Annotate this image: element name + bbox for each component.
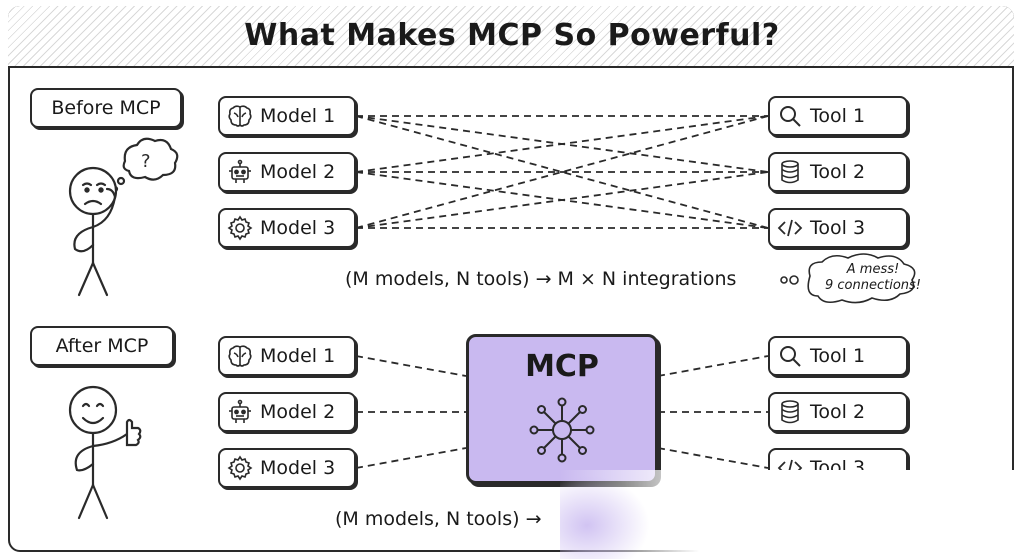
svg-text:?: ?	[141, 151, 151, 172]
model-label: Model 2	[260, 401, 336, 423]
before-model-3-box: Model 3	[218, 208, 356, 248]
code-icon	[777, 219, 803, 237]
model-label: Model 3	[260, 217, 336, 239]
gear-icon	[227, 215, 253, 241]
database-icon	[781, 400, 799, 424]
robot-icon	[229, 399, 251, 423]
after-mcp-label: After MCP	[30, 326, 174, 366]
hub-line	[657, 355, 769, 377]
brain-icon	[228, 105, 252, 127]
hub-line	[657, 447, 769, 469]
hub-line	[355, 355, 467, 377]
before-model-1-box: Model 1	[218, 96, 356, 136]
mesh-line	[355, 171, 769, 229]
magnifier-icon	[780, 346, 801, 367]
mess-cloud-text: A mess! 9 connections!	[808, 262, 938, 294]
before-tool-3-box: Tool 3	[768, 208, 908, 248]
tool-label: Tool 2	[810, 401, 866, 423]
fade-accent	[560, 475, 650, 559]
model-label: Model 3	[260, 457, 336, 479]
database-icon	[781, 160, 799, 184]
after-caption: (M models, N tools) →	[335, 508, 542, 530]
after-tool-1-box: Tool 1	[768, 336, 908, 376]
tool-label: Tool 1	[810, 345, 866, 367]
model-label: Model 1	[260, 345, 336, 367]
network-hub-icon	[529, 397, 595, 463]
mcp-hub: MCP	[466, 334, 658, 484]
after-model-1-box: Model 1	[218, 336, 356, 376]
tool-label: Tool 1	[810, 105, 866, 127]
cloud-line: A mess!	[846, 262, 900, 277]
before-mcp-label: Before MCP	[30, 88, 182, 128]
happy-stick-figure-icon	[68, 385, 142, 520]
model-label: Model 1	[260, 105, 336, 127]
title-bar	[8, 6, 1014, 68]
cloud-line: 9 connections!	[824, 278, 921, 293]
after-model-2-box: Model 2	[218, 392, 356, 432]
tool-label: Tool 2	[810, 161, 866, 183]
hub-line	[355, 447, 467, 469]
mesh-line	[355, 115, 769, 173]
before-model-2-box: Model 2	[218, 152, 356, 192]
before-tool-1-box: Tool 1	[768, 96, 908, 136]
mcp-hub-label: MCP	[525, 349, 599, 384]
tool-label: Tool 3	[810, 217, 866, 239]
gear-icon	[227, 455, 253, 481]
mess-cloud	[780, 253, 916, 304]
before-caption: (M models, N tools) → M × N integrations	[345, 268, 737, 290]
after-tool-2-box: Tool 2	[768, 392, 908, 432]
confused-stick-figure-icon: ?	[68, 137, 179, 297]
brain-icon	[228, 345, 252, 367]
before-tool-2-box: Tool 2	[768, 152, 908, 192]
diagram-title: What Makes MCP So Powerful?	[244, 18, 780, 53]
magnifier-icon	[780, 106, 801, 127]
robot-icon	[229, 159, 251, 183]
after-model-3-box: Model 3	[218, 448, 356, 488]
model-label: Model 2	[260, 161, 336, 183]
